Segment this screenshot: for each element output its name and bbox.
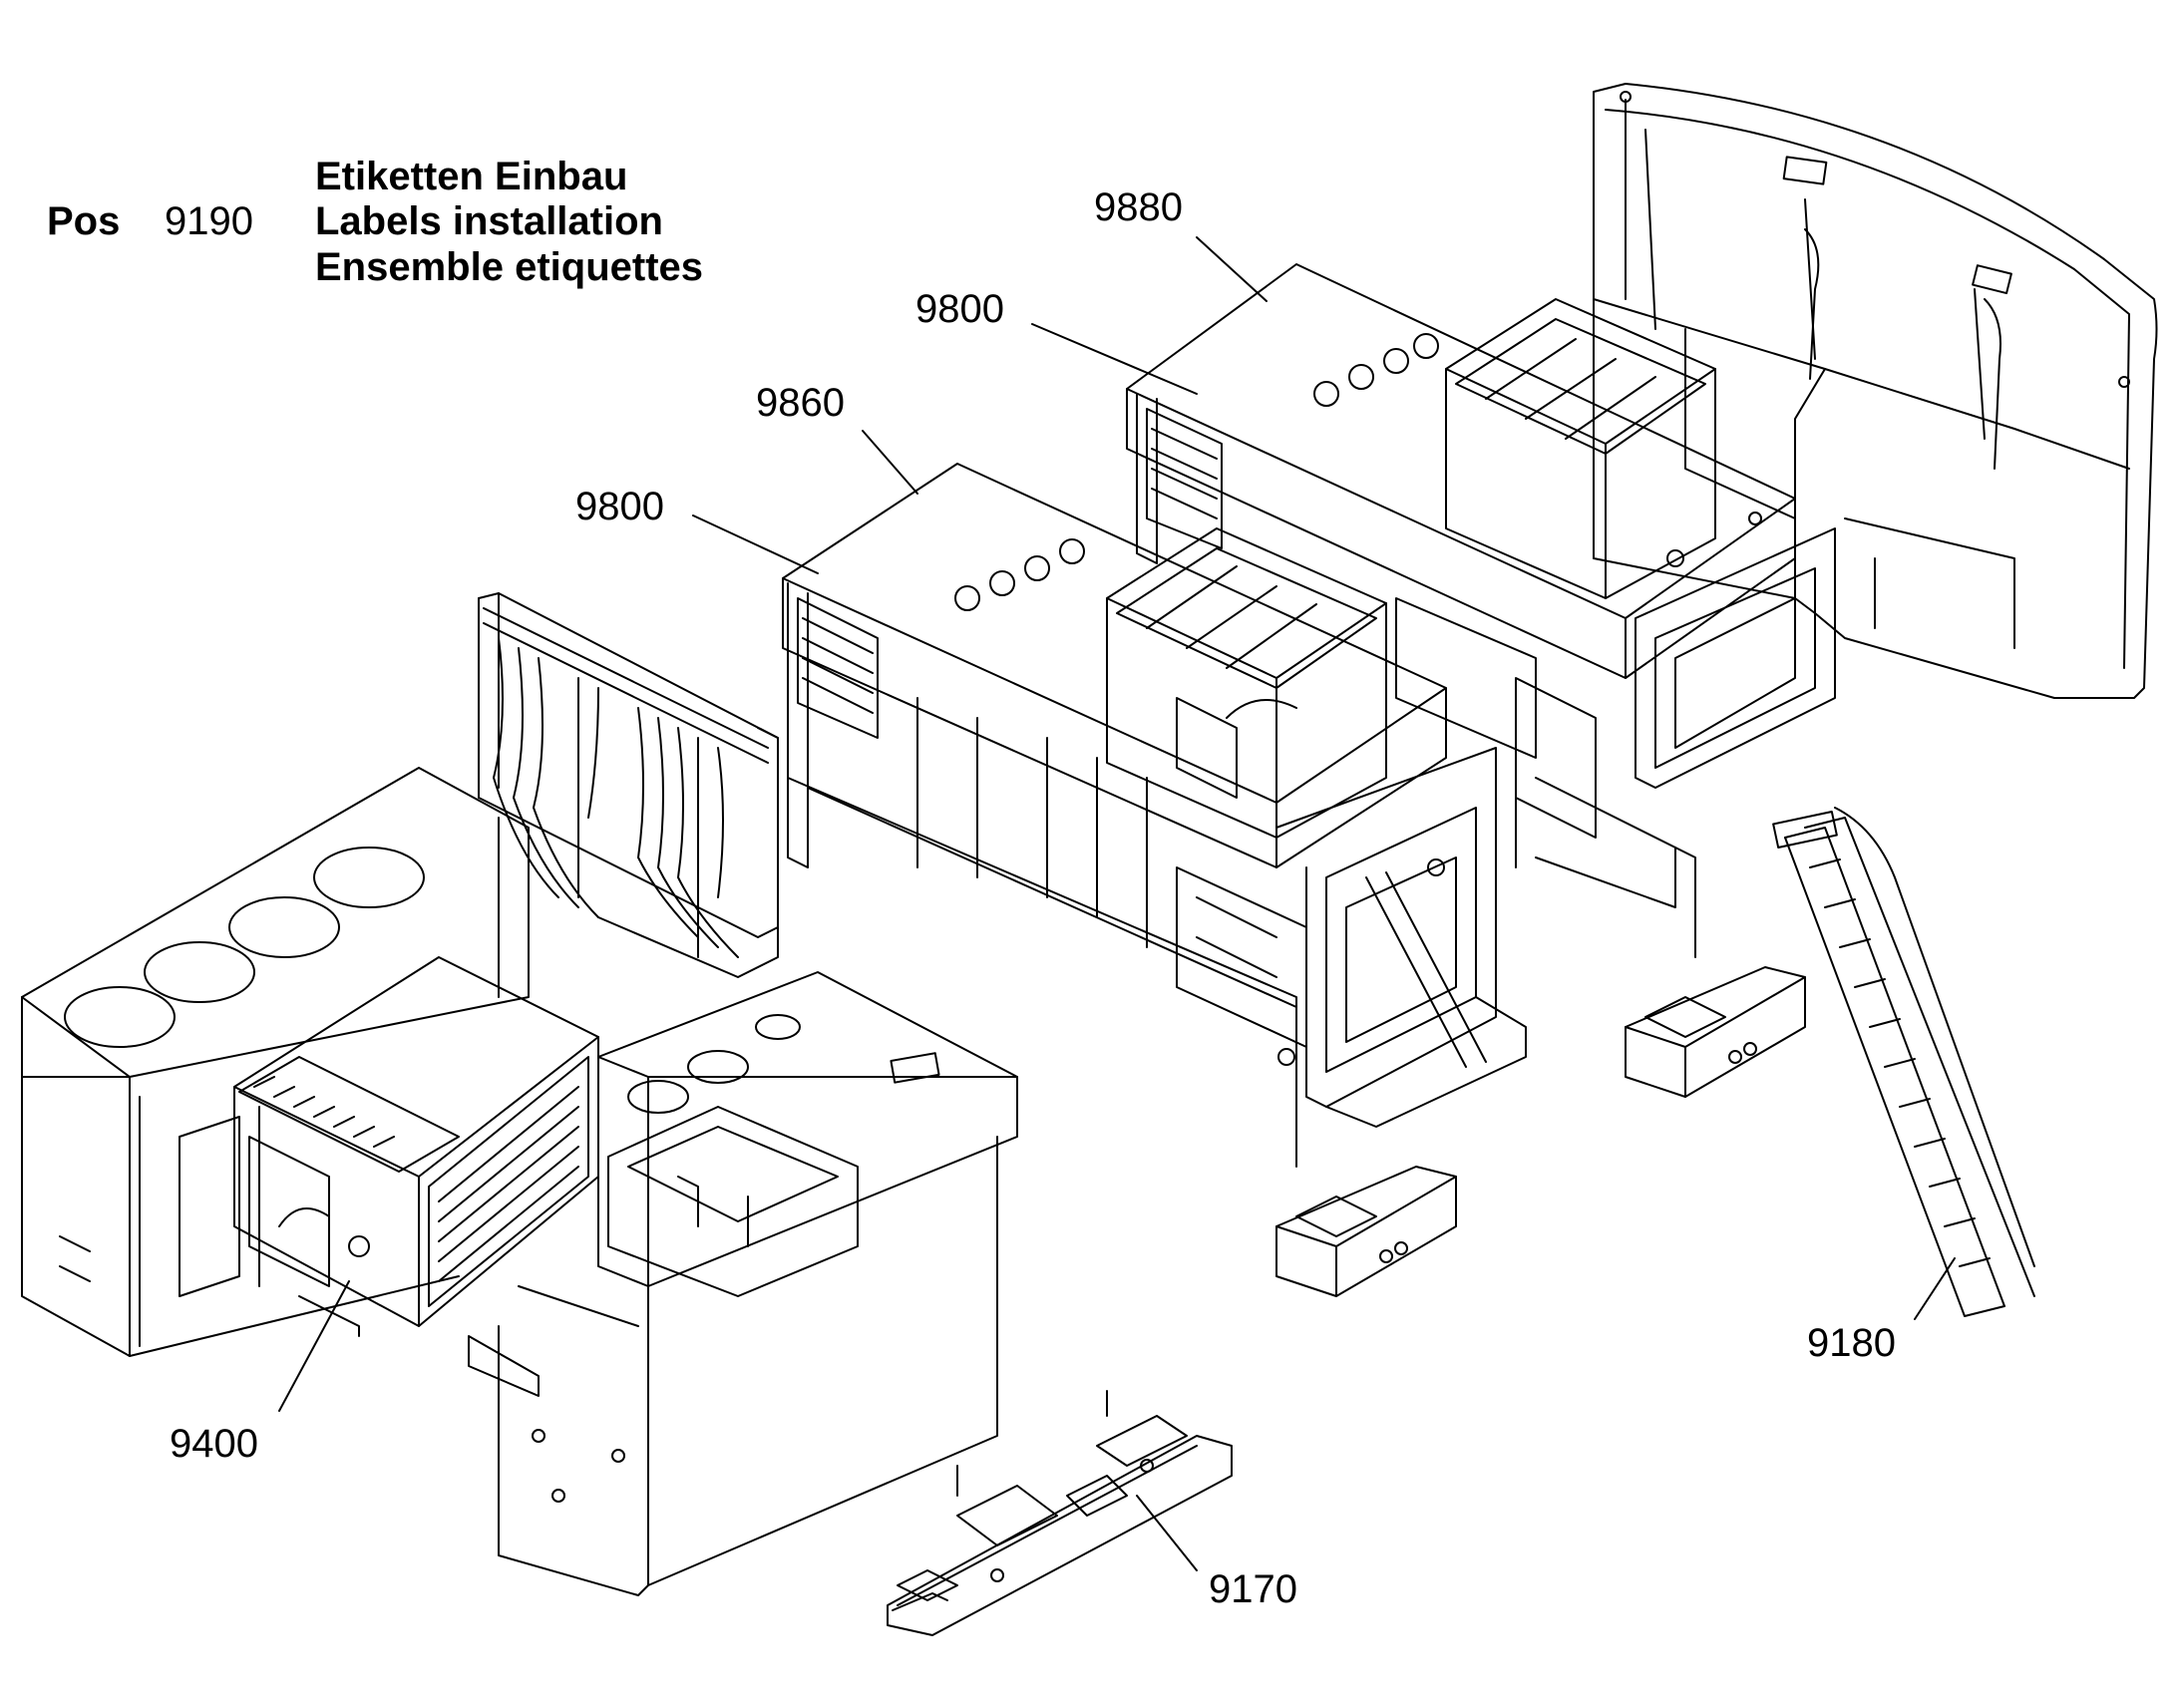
callout-9800-lower: 9800: [575, 485, 664, 528]
callout-9180: 9180: [1807, 1321, 1896, 1365]
bottom-frame-9170: [887, 1390, 1233, 1636]
left-cabinet: [21, 767, 530, 1357]
callout-9170: 9170: [1209, 1567, 1297, 1611]
callout-9400: 9400: [170, 1422, 258, 1466]
small-enclosures: [1275, 966, 1806, 1297]
pos-number: 9190: [165, 199, 253, 243]
upper-frame-module: [1126, 263, 1836, 958]
pos-label: Pos: [47, 199, 121, 243]
title-line-fr: Ensemble etiquettes: [315, 245, 704, 289]
ladder-9180: [1772, 807, 2035, 1317]
rear-cab-shell: [1593, 83, 2158, 699]
leader-lines: [278, 236, 1956, 1571]
callout-9860: 9860: [756, 381, 845, 425]
callout-9800-upper: 9800: [915, 287, 1004, 331]
lower-frame-module: [782, 463, 1527, 1168]
callout-9880: 9880: [1094, 185, 1183, 229]
center-base-cabinet: [468, 971, 1018, 1596]
title-line-de: Etiketten Einbau: [315, 155, 628, 198]
title-line-en: Labels installation: [315, 199, 663, 243]
cable-cabinet: [478, 592, 779, 978]
cooler-module-9400: [233, 956, 599, 1337]
